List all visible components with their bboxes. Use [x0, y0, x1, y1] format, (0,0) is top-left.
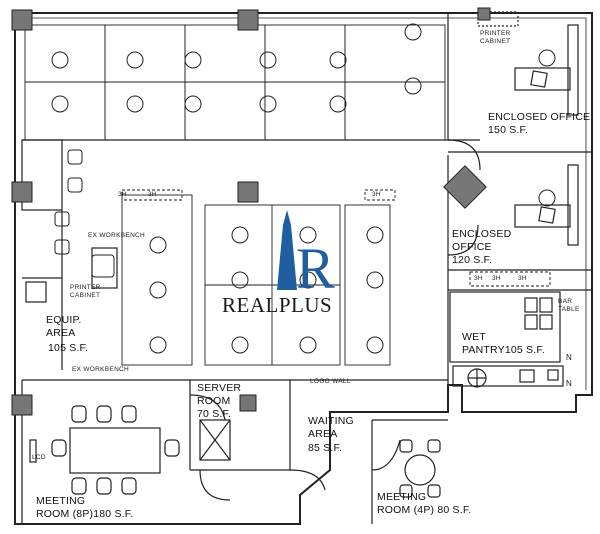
cubicle: [469, 271, 551, 287]
storage-3h-label: 3H: [148, 191, 157, 198]
storage-3h-label: 3H: [118, 191, 127, 198]
column: [11, 181, 33, 203]
pantry-counter: [449, 291, 561, 363]
enclosed-office-120-name-2: OFFICE: [452, 241, 492, 253]
column: [239, 394, 257, 412]
meeting-room-8p-name: MEETING: [36, 495, 86, 507]
desk: [530, 70, 548, 88]
door-swing: [447, 139, 481, 171]
storage-3h-label: 3H: [372, 191, 381, 198]
column: [443, 165, 487, 209]
waiting-area-area: 85 S.F.: [308, 442, 343, 454]
desk: [514, 204, 571, 228]
wet-pantry-name: WET: [462, 331, 486, 343]
cubicle: [344, 204, 391, 366]
cubicle: [184, 24, 266, 141]
ex-workbench-top-label: EX WORKBENCH: [88, 232, 146, 239]
cubicle: [264, 24, 346, 141]
column: [237, 9, 259, 31]
column: [11, 394, 33, 416]
enclosed-office-150-name: ENCLOSED OFFICE: [488, 111, 591, 123]
n-marker: N: [566, 353, 573, 362]
meeting-room-4p-name: MEETING: [377, 491, 427, 503]
column: [237, 181, 259, 203]
server-room-name-2: ROOM: [197, 395, 231, 407]
lcd-label: LCD: [32, 454, 46, 461]
storage-3h-label: 3H: [492, 275, 501, 282]
equip-area-area: 105 S.F.: [48, 342, 89, 354]
waiting-area-name-2: AREA: [308, 428, 338, 440]
desk: [538, 206, 556, 224]
equip-area-name: EQUIP.: [46, 314, 82, 326]
meeting-room-8p-area: ROOM (8P)180 S.F.: [36, 508, 134, 520]
cubicle: [24, 24, 106, 141]
column: [477, 7, 491, 21]
column: [11, 9, 33, 31]
server-room-area: 70 S.F.: [197, 408, 232, 420]
equip-area-name-2: AREA: [46, 327, 76, 339]
desk: [514, 67, 571, 91]
meeting-table: [69, 427, 161, 474]
waiting-area-name: WAITING: [308, 415, 354, 427]
cubicle: [104, 24, 186, 141]
server-room-name: SERVER: [197, 382, 242, 394]
printer-cabinet: [91, 247, 118, 289]
enclosed-office-120-name: ENCLOSED: [452, 228, 512, 240]
printer-cabinet: [25, 281, 47, 303]
storage-3h-label: 3H: [518, 275, 527, 282]
enclosed-office-120-area: 120 S.F.: [452, 254, 493, 266]
watermark-text: REALPLUS: [222, 293, 333, 317]
logo-wall-label: LOGO WALL: [310, 378, 351, 385]
wet-pantry-area: PANTRY105 S.F.: [462, 344, 545, 356]
printer-cabinet-left-label-2: CABINET: [70, 292, 101, 299]
cubicle: [344, 24, 446, 141]
meeting-table-round: [404, 454, 436, 486]
enclosed-office-150-area: 150 S.F.: [488, 124, 529, 136]
cubicle: [121, 189, 183, 201]
door-swing: [447, 224, 479, 256]
realplus-logo-mark: R: [277, 210, 335, 301]
storage-3h-label: 3H: [474, 275, 483, 282]
cubicle: [121, 194, 193, 366]
printer-cabinet-top-label: PRINTER CABINET: [480, 30, 511, 45]
n-marker: N: [566, 379, 573, 388]
logo-letter: R: [296, 236, 335, 301]
server-rack: [199, 419, 231, 461]
ex-workbench-label: EX WORKBENCH: [72, 366, 130, 373]
meeting-room-4p-area: ROOM (4P) 80 S.F.: [377, 504, 472, 516]
printer-cabinet-left-label: PRINTER: [70, 284, 101, 291]
outer-wall-inner: [22, 17, 587, 390]
bar-table-label: BAR TABLE: [558, 298, 580, 313]
cubicle: [364, 189, 396, 201]
